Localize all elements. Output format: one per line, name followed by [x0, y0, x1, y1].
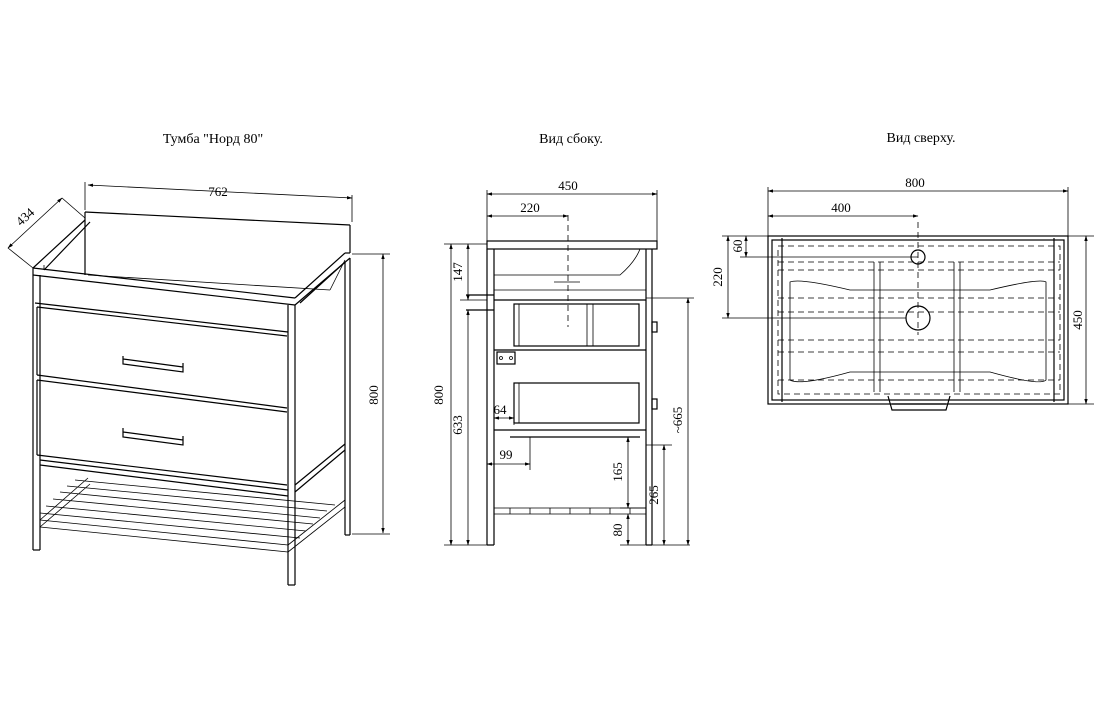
- side-dimensions: 450 220 147 800 633 64 99 165 80 265 ~66…: [431, 178, 694, 546]
- side-approx-height-label: ~665: [670, 407, 685, 434]
- front-height-label: 800: [366, 385, 381, 405]
- side-sink-offset-label: 220: [520, 200, 540, 215]
- side-door-height-label: 633: [450, 415, 465, 435]
- front-dimensions: 762 434 800: [7, 182, 390, 535]
- side-lower-height-label: 265: [646, 485, 661, 505]
- side-total-height-label: 800: [431, 385, 446, 405]
- top-dimensions: 800 400 450 60 220: [710, 175, 1094, 405]
- front-view-title: Тумба "Норд 80": [163, 132, 263, 147]
- top-width-label: 800: [905, 175, 925, 190]
- top-view-title: Вид сверху.: [887, 131, 956, 146]
- top-half-width-label: 400: [831, 200, 851, 215]
- front-view-cabinet: [32, 211, 351, 586]
- side-leg-height-label: 80: [610, 524, 625, 537]
- side-view-title: Вид сбоку.: [539, 132, 603, 147]
- front-depth-label: 434: [13, 204, 38, 229]
- side-top-gap-label: 147: [450, 262, 465, 282]
- top-depth-label: 450: [1070, 310, 1085, 330]
- side-depth-label: 450: [558, 178, 578, 193]
- top-view-cabinet: [767, 222, 1069, 411]
- front-width-label: 762: [208, 184, 228, 199]
- side-bottom-offset-label: 99: [500, 447, 513, 462]
- side-shelf-height-label: 165: [610, 462, 625, 482]
- top-drain-offset-label: 220: [710, 267, 725, 287]
- top-hole-offset-label: 60: [730, 240, 745, 253]
- side-pipe-offset-label: 64: [494, 402, 508, 417]
